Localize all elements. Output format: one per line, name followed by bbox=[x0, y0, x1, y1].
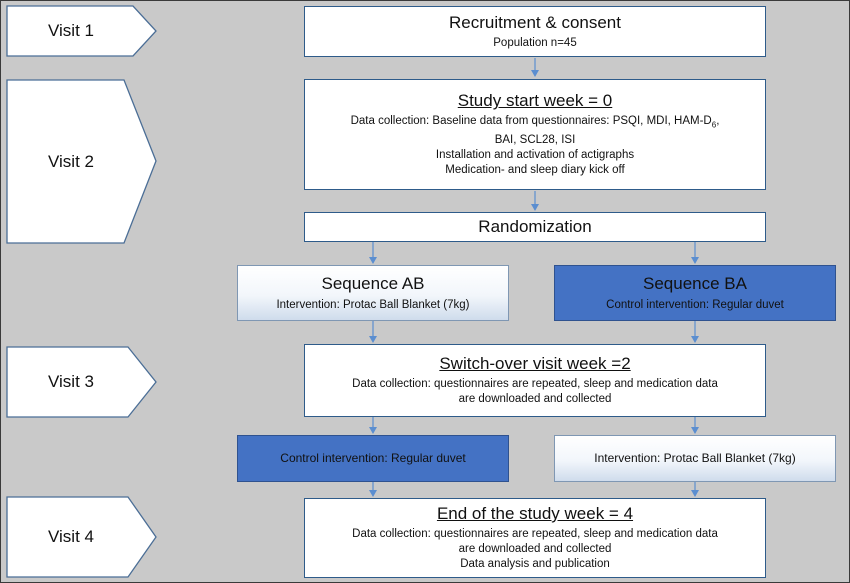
study-start-line-4: Medication- and sleep diary kick off bbox=[445, 163, 625, 176]
recruitment-box: Recruitment & consent Population n=45 bbox=[304, 6, 766, 57]
end-study-line-1: Data collection: questionnaires are repe… bbox=[352, 528, 718, 540]
period2-left-box: Control intervention: Regular duvet bbox=[237, 435, 509, 482]
visit-4-label: Visit 4 bbox=[48, 527, 94, 546]
study-start-line-1-end: , bbox=[716, 115, 720, 128]
period2-right-box: Intervention: Protac Ball Blanket (7kg) bbox=[554, 435, 836, 482]
visit-2-pentagon bbox=[6, 79, 157, 244]
visit-4-marker: Visit 4 bbox=[6, 496, 158, 578]
switch-over-line-1: Data collection: questionnaires are repe… bbox=[352, 378, 718, 390]
visit-3-pentagon bbox=[6, 346, 157, 418]
study-start-line-1-subscript: 6 bbox=[711, 120, 717, 130]
recruitment-title: Recruitment & consent bbox=[449, 12, 621, 32]
visit-3-label: Visit 3 bbox=[48, 372, 94, 391]
visit-4-pentagon bbox=[6, 496, 157, 578]
study-start-title: Study start week = 0 bbox=[457, 91, 613, 111]
sequence-ab-title: Sequence AB bbox=[321, 273, 425, 293]
switch-over-title: Switch-over visit week =2 bbox=[439, 354, 631, 373]
randomization-title: Randomization bbox=[478, 217, 592, 236]
period2-right-label: Intervention: Protac Ball Blanket (7kg) bbox=[594, 451, 796, 465]
sequence-ab-intervention: Intervention: Protac Ball Blanket (7kg) bbox=[276, 298, 470, 311]
study-start-line-1-text: Data collection: Baseline data from ques… bbox=[350, 115, 712, 128]
period2-left-label: Control intervention: Regular duvet bbox=[280, 451, 466, 465]
sequence-ba-title: Sequence BA bbox=[643, 273, 747, 293]
study-start-line-2: BAI, SCL28, ISI bbox=[494, 133, 576, 146]
study-start-line-1: Data collection: Baseline data from ques… bbox=[351, 114, 720, 132]
sequence-ba-box: Sequence BA Control intervention: Regula… bbox=[554, 265, 836, 321]
switch-over-box: Switch-over visit week =2 Data collectio… bbox=[304, 344, 766, 417]
visit-1-pentagon bbox=[6, 5, 157, 57]
sequence-ab-box: Sequence AB Intervention: Protac Ball Bl… bbox=[237, 265, 509, 321]
visit-1-marker: Visit 1 bbox=[6, 5, 158, 57]
end-study-title: End of the study week = 4 bbox=[436, 504, 634, 523]
study-start-line-3: Installation and activation of actigraph… bbox=[435, 148, 635, 161]
end-study-line-3: Data analysis and publication bbox=[460, 558, 610, 570]
switch-over-line-2: are downloaded and collected bbox=[458, 393, 612, 405]
visit-3-marker: Visit 3 bbox=[6, 346, 158, 418]
visit-2-label: Visit 2 bbox=[48, 151, 94, 171]
randomization-box: Randomization bbox=[304, 212, 766, 242]
visit-2-marker: Visit 2 bbox=[6, 79, 158, 244]
study-start-box: Study start week = 0 Data collection: Ba… bbox=[304, 79, 766, 190]
visit-1-label: Visit 1 bbox=[48, 21, 94, 40]
end-study-box: End of the study week = 4 Data collectio… bbox=[304, 498, 766, 578]
sequence-ba-intervention: Control intervention: Regular duvet bbox=[606, 298, 784, 311]
end-study-line-2: are downloaded and collected bbox=[458, 543, 612, 555]
recruitment-population: Population n=45 bbox=[493, 36, 577, 49]
